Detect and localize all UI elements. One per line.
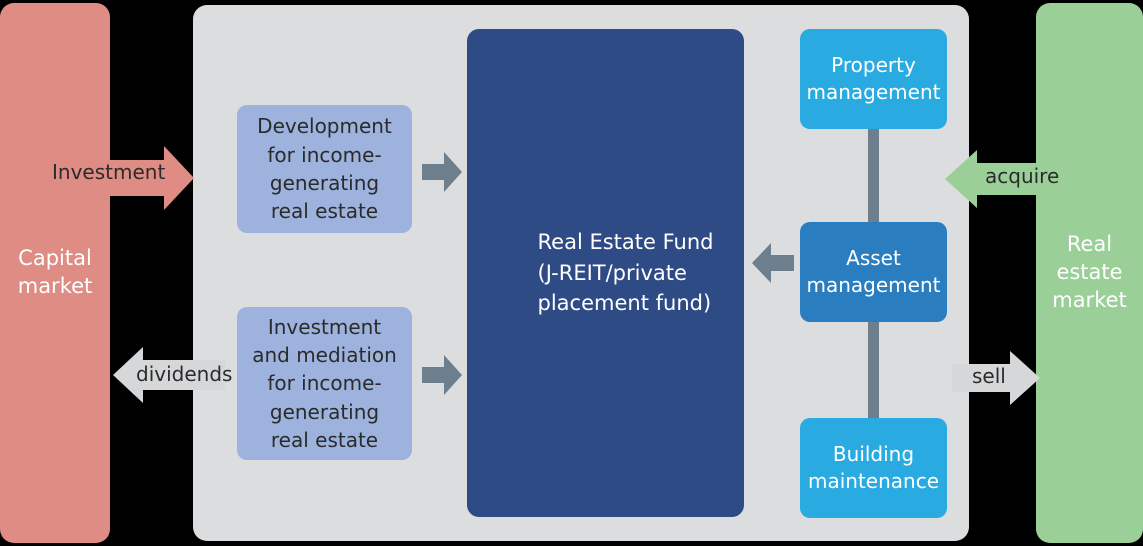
capital-market-panel: Capital market <box>0 3 110 543</box>
dividends-arrow-icon <box>113 347 225 403</box>
investment-to-fund-arrow-icon <box>422 355 462 395</box>
development-label: Development for income- generating real … <box>257 114 392 224</box>
sell-arrow-icon <box>952 351 1040 405</box>
building-maintenance-box[interactable]: Building maintenance <box>800 418 947 518</box>
asset-management-box[interactable]: Asset management <box>800 222 947 322</box>
asset-to-fund-arrow-icon <box>752 243 794 283</box>
capital-market-label: Capital market <box>17 246 93 298</box>
acquire-arrow-icon <box>945 150 1040 208</box>
real-estate-market-label: Real estate market <box>1052 232 1127 312</box>
building-maintenance-label: Building maintenance <box>807 442 940 493</box>
real-estate-fund-label: Real Estate Fund (J-REIT/private placeme… <box>537 230 714 316</box>
development-to-fund-arrow-icon <box>422 152 462 192</box>
asset-management-label: Asset management <box>806 246 941 297</box>
real-estate-market-panel: Real estate market <box>1036 3 1143 543</box>
investment-arrow-icon <box>96 146 194 210</box>
property-management-box[interactable]: Property management <box>800 29 947 129</box>
real-estate-fund-box[interactable]: Real Estate Fund (J-REIT/private placeme… <box>467 29 744 517</box>
investment-mediation-label: Investment and mediation for income- gen… <box>252 314 397 453</box>
investment-mediation-box[interactable]: Investment and mediation for income- gen… <box>237 307 412 460</box>
property-management-label: Property management <box>806 53 941 104</box>
development-box[interactable]: Development for income- generating real … <box>237 105 412 233</box>
